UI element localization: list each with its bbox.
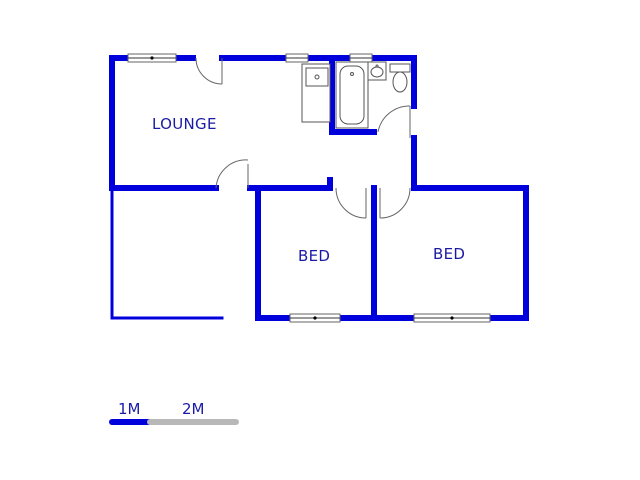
- toilet: [389, 63, 411, 93]
- window-top-bath: [349, 53, 373, 63]
- room-label-bed-left: BED: [298, 247, 331, 265]
- windows: [127, 53, 491, 323]
- room-label-lounge: LOUNGE: [152, 115, 217, 133]
- window-bed-left: [289, 313, 341, 323]
- room-label-bed-right: BED: [433, 245, 466, 263]
- basin: [367, 61, 387, 81]
- scale-label-1m: 1M: [118, 400, 141, 418]
- fixtures: [301, 61, 411, 129]
- window-top-mid: [285, 53, 309, 63]
- window-bed-right: [413, 313, 491, 323]
- walls: [109, 55, 529, 321]
- door-bed-left: [335, 187, 367, 219]
- bathtub: [335, 61, 369, 129]
- doors: [195, 57, 411, 219]
- door-bathroom: [377, 105, 411, 138]
- door-lounge-lower: [215, 159, 249, 189]
- door-entrance: [195, 57, 223, 85]
- kitchen-sink: [301, 63, 331, 123]
- window-top-left: [127, 53, 177, 63]
- door-bed-right: [379, 187, 411, 219]
- scale-label-2m: 2M: [182, 400, 205, 418]
